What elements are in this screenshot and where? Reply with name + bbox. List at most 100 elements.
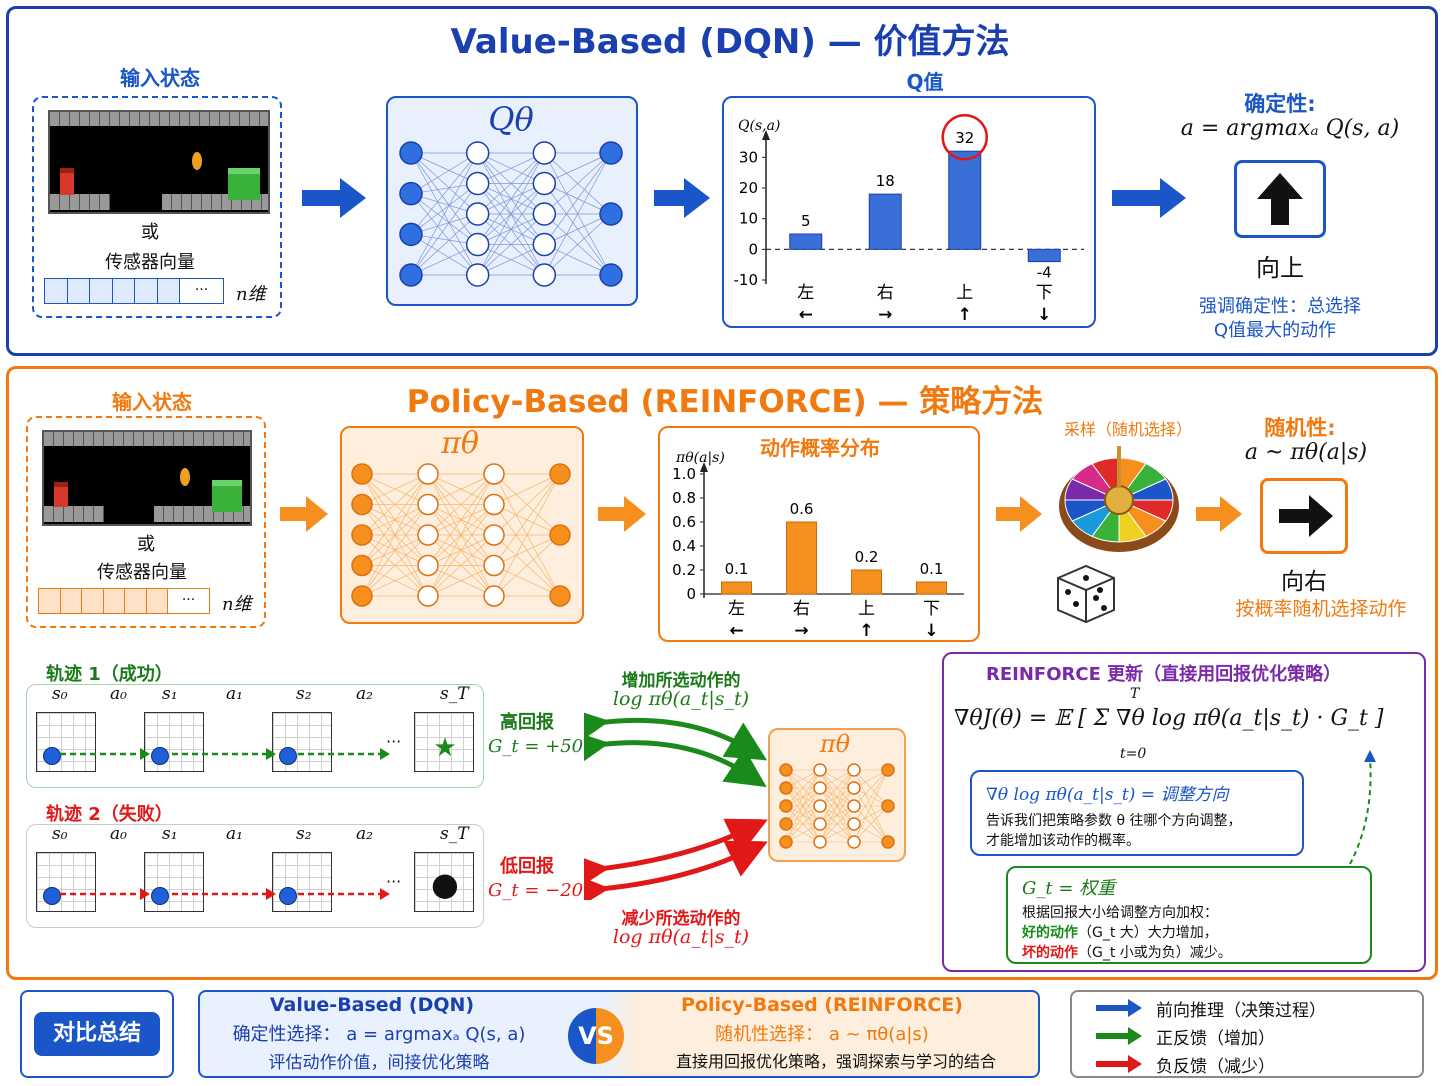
summary-pb-title: Policy-Based (REINFORCE) — [681, 994, 963, 1016]
network-node — [881, 763, 895, 777]
network-node — [532, 141, 557, 165]
g-line-1: 根据回报大小给调整方向加权： — [1022, 905, 1218, 921]
network-node — [465, 263, 490, 287]
reinforce-box — [942, 652, 1426, 972]
network-node — [549, 463, 571, 485]
summary-pb-line1: 随机性选择： a ~ πθ(a|s) — [715, 1024, 929, 1045]
high-return-value: G_t = +50 — [488, 736, 584, 757]
q-network-label: Qθ — [488, 100, 534, 138]
agent-dot — [279, 747, 297, 765]
network-node — [417, 463, 439, 485]
right-action-box[interactable] — [1260, 478, 1348, 554]
high-return-label: 高回报 — [500, 712, 554, 733]
traj2-label: 轨迹 2（失败） — [46, 804, 173, 825]
network-node — [847, 781, 861, 795]
network-node — [847, 835, 861, 849]
network-node — [779, 817, 793, 831]
network-node — [847, 817, 861, 831]
trajectory-step-label: a₀ — [110, 824, 127, 844]
increase-label: 增加所选动作的 — [621, 671, 741, 691]
network-node — [779, 799, 793, 813]
legend-label: 正反馈（增加） — [1156, 1029, 1275, 1049]
policy-based-panel — [6, 366, 1438, 980]
q-network-box — [386, 96, 638, 306]
state-grid: ● — [414, 852, 474, 912]
trajectory-step-label: s_T — [440, 824, 469, 844]
reinforce-formula: ∇θJ(θ) = 𝔼 [ Σ ∇θ log πθ(a_t|s_t) · G_t … — [954, 706, 1384, 731]
value-note-2: Q值最大的动作 — [1213, 320, 1337, 341]
legend-label: 负反馈（减少） — [1156, 1057, 1275, 1077]
pipe-icon — [228, 168, 260, 200]
mario-icon — [60, 168, 74, 195]
network-node — [351, 524, 373, 546]
network-node — [532, 171, 557, 196]
data-label: 32 — [955, 129, 974, 147]
network-node — [779, 763, 793, 777]
agent-dot — [151, 887, 169, 905]
summary-vb-line2: 评估动作价值，间接优化策略 — [268, 1053, 490, 1073]
trajectory-step-label: s₀ — [52, 824, 68, 844]
y-tick-label: 0.8 — [672, 489, 696, 507]
network-node — [847, 763, 861, 777]
forward-arrow-icon — [996, 496, 1042, 532]
agent-dot — [43, 887, 61, 905]
x-tick-label: 左 — [728, 599, 745, 619]
bar — [948, 150, 982, 250]
policy-sensor-ellipsis: ··· — [168, 589, 209, 613]
dashed-link-arrows — [1349, 750, 1376, 865]
value-title: Value-Based (DQN) — 价值方法 — [450, 22, 1010, 62]
forward-arrow-icon — [654, 178, 710, 218]
data-label: 18 — [876, 172, 895, 190]
increase-log: log πθ(a_t|s_t) — [612, 688, 750, 710]
grad-line-1: 告诉我们把策略参数 θ 往哪个方向调整， — [986, 813, 1242, 829]
agent-dot — [43, 747, 61, 765]
p-chart-title: 动作概率分布 — [760, 436, 880, 460]
dice-icon — [1057, 564, 1115, 624]
bad-action: 坏的动作 — [1022, 945, 1078, 961]
trajectory-ellipsis: ··· — [386, 732, 402, 751]
policy-sensor-label: 传感器向量 — [97, 562, 187, 583]
bar — [721, 581, 752, 595]
bar — [786, 521, 817, 595]
summary-label[interactable]: 对比总结 — [34, 1012, 160, 1056]
up-action-label: 向上 — [1256, 254, 1304, 282]
data-label: 0.6 — [790, 500, 814, 518]
bar — [789, 233, 823, 250]
small-policy-network-diagram — [779, 763, 895, 849]
summary-vb-title: Value-Based (DQN) — [269, 994, 475, 1016]
policy-sample-formula: a ~ πθ(a|s) — [1244, 440, 1368, 465]
network-node — [599, 263, 623, 287]
network-node — [549, 524, 571, 546]
network-node — [483, 554, 505, 577]
up-action-box[interactable] — [1234, 160, 1326, 238]
summary-pb-line2: 直接用回报优化策略，强调探索与学习的结合 — [675, 1052, 996, 1071]
state-grid — [272, 852, 332, 912]
forward-arrow-icon — [598, 496, 646, 532]
network-node — [399, 181, 423, 206]
trajectory-arrows — [60, 748, 390, 760]
network-node — [465, 141, 490, 165]
traj2-box — [26, 824, 484, 928]
value-sensor-vector: ··· — [44, 278, 224, 304]
network-node — [483, 463, 505, 485]
network-node — [417, 585, 439, 607]
agent-dot — [151, 747, 169, 765]
sampling-label: 采样（随机选择） — [1063, 420, 1192, 439]
network-node — [351, 493, 373, 516]
p-chart-box — [658, 426, 980, 642]
trajectory-step-label: a₂ — [356, 684, 373, 704]
trajectory-step-label: s₁ — [162, 824, 178, 844]
grad-title: ∇θ log πθ(a_t|s_t) = 调整方向 — [986, 785, 1229, 805]
value-sensor-label: 传感器向量 — [105, 252, 195, 273]
g-explain-box — [1006, 866, 1372, 964]
decrease-label: 减少所选动作的 — [621, 909, 741, 929]
direction-arrow-icon: ↑ — [859, 621, 873, 640]
reinforce-title: REINFORCE 更新（直接用回报优化策略） — [986, 664, 1342, 685]
up-arrow-icon — [1257, 173, 1303, 225]
network-node — [599, 202, 623, 226]
state-grid: ★ — [414, 712, 474, 772]
q-chart-box — [722, 96, 1096, 328]
policy-network-diagram — [351, 463, 571, 607]
y-tick-label: 30 — [739, 148, 758, 166]
